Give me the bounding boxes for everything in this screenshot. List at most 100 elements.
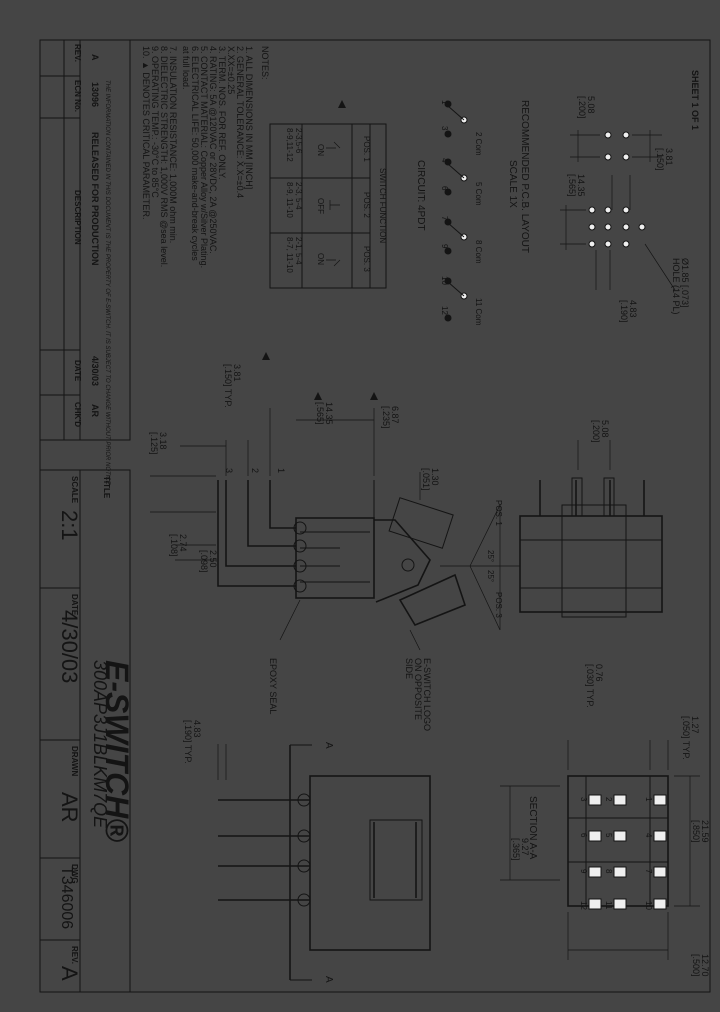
section-pin	[613, 898, 627, 910]
dwg-label: DWG	[70, 864, 79, 884]
circuit-label: 6	[440, 186, 449, 191]
switch-function-title: SWITCH FUNCTION	[378, 168, 387, 243]
circuit-label: 4	[440, 158, 449, 163]
section-pin	[653, 830, 667, 842]
note-item: 8. DIELECTRIC STRENGTH: 1,000V RMS @sea …	[159, 46, 169, 267]
side-dim: 2.50	[208, 550, 218, 568]
circuit-label: 9	[440, 244, 449, 249]
drawn-label: DRAWN	[70, 746, 79, 776]
pcb-hole	[604, 153, 612, 161]
side-dim: 6.87	[390, 406, 400, 424]
scale-value: 2:1	[57, 510, 82, 541]
title-label: TITLE	[102, 476, 111, 499]
note-item: 5. CONTACT MATERIAL: Copper Alloy w/Silv…	[199, 46, 209, 268]
section-pin-label: 3	[579, 797, 588, 802]
side-dim: [.125]	[149, 432, 159, 455]
note-item: 1. ALL DIMENSIONS IN MM [INCH]	[244, 46, 254, 189]
rev-cell: 13096	[90, 82, 100, 107]
circuit-label: 7	[440, 216, 449, 221]
section-pin-label: 6	[579, 833, 588, 838]
section-pin-label: 9	[579, 869, 588, 874]
logo-callout: ON OPPOSITE	[413, 658, 423, 720]
terminal-number: 2	[250, 468, 260, 473]
switch-function-cell: 8-9,11-12	[285, 128, 294, 162]
pcb-hole-grid	[588, 131, 646, 248]
epoxy-seal-callout: EPOXY SEAL	[268, 658, 278, 714]
switch-function-header: POS. 1	[362, 136, 371, 162]
pcb-dim: [.190]	[619, 300, 629, 323]
disclaimer: THE INFORMATION CONTAINED IN THIS DOCUME…	[104, 80, 110, 486]
pcb-hole	[604, 223, 612, 231]
pcb-hole	[622, 240, 630, 248]
pcb-dim: [.200]	[577, 96, 587, 119]
section-title: SECTION A-A	[527, 796, 538, 860]
section-dim: 1.27	[690, 716, 700, 734]
note-item: 6. ELECTRICAL LIFE: 50,000 make-and-brea…	[190, 46, 200, 261]
logo-callout: SIDE	[404, 658, 414, 679]
switch-function-cell: ON	[316, 144, 325, 156]
pcb-hole	[588, 240, 596, 248]
side-view-actuator	[374, 497, 466, 626]
circuit-label: 2 Com	[474, 132, 483, 156]
section-dim: 21.59	[700, 820, 710, 843]
pcb-dim: [.150]	[655, 148, 665, 171]
side-dim: [.565]	[315, 402, 325, 425]
side-dim: [.098]	[199, 550, 209, 573]
end-dim: [.200]	[591, 420, 601, 443]
rev-header: DESCRIPTION	[73, 190, 82, 245]
notes-block: NOTES: 1. ALL DIMENSIONS IN MM [INCH] 2.…	[141, 46, 270, 268]
pcb-dim: 5.08	[586, 96, 596, 114]
notes-header: NOTES:	[260, 46, 270, 80]
section-pin	[613, 866, 627, 878]
side-dim: 14.35	[324, 402, 334, 425]
pcb-hole	[622, 131, 630, 139]
section-marker: A	[323, 976, 334, 983]
rev-cell: 4/30/03	[90, 356, 100, 386]
circuit-diagram: CIRCUIT: 4PDT 2 Com 5 Com 8 Com 11 Com 1…	[415, 100, 483, 326]
rev-cell: AR	[90, 404, 100, 417]
logo-callout: E-SWITCH LOGO	[422, 658, 432, 731]
pcb-hole	[622, 206, 630, 214]
title-block: SCALE 2:1 DATE 4/30/03 DRAWN AR DWG T346…	[39, 469, 135, 993]
note-item: 3. TERM. NOS. FOR REF. ONLY.	[217, 46, 227, 180]
toggle-icons	[326, 141, 341, 267]
section-pin	[588, 794, 602, 806]
section-dim: [.365]	[511, 838, 521, 861]
revision-table: REV. ECN No. DESCRIPTION DATE CHK'D A 13…	[39, 39, 131, 486]
section-pin-label: 1	[644, 797, 653, 802]
switch-function-cell: ON	[316, 253, 325, 265]
note-item: 10. ▲ DENOTES CRITICAL PARAMETER.	[141, 46, 151, 219]
section-dim: [.050] TYP.	[681, 716, 691, 760]
switch-function-cell: 2-1, 5-4	[294, 237, 303, 265]
e-switch-logo: E-SWITCH®	[99, 660, 135, 842]
pcb-dim: Ø1.85 [.073]	[680, 258, 690, 308]
pcb-hole	[622, 153, 630, 161]
bottom-dim: 4.83	[192, 720, 202, 738]
scale-label: SCALE	[70, 476, 79, 504]
pcb-dim: 3.81	[664, 148, 674, 166]
side-dim: [.051]	[421, 468, 431, 491]
pcb-hole	[604, 131, 612, 139]
section-pin-label: 8	[604, 869, 613, 874]
sheet-number: SHEET 1 OF 1	[690, 70, 700, 130]
section-pin	[653, 794, 667, 806]
section-pin-label: 12	[579, 901, 588, 910]
angle-label: POS. 1	[494, 500, 503, 526]
section-pin-label: 5	[604, 833, 613, 838]
switch-function-header: POS. 2	[362, 192, 371, 218]
end-view: 5.08 [.200] POS. 1 25° 25° POS. 3	[440, 420, 663, 631]
bottom-view: 4.83 [.190] TYP. A A	[183, 720, 431, 983]
dwg-value: T346006	[58, 866, 75, 929]
section-pin-label: 2	[604, 797, 613, 802]
rev-cell: RELEASED FOR PRODUCTION	[90, 132, 100, 266]
section-marker: A	[323, 742, 334, 749]
rev-header: CHK'D	[73, 402, 82, 427]
date-label: DATE	[70, 594, 79, 616]
section-dim: [.500]	[691, 954, 701, 977]
circuit-label: 5 Com	[474, 182, 483, 206]
section-pin-label: 7	[644, 869, 653, 874]
side-dim: 3.18	[158, 432, 168, 450]
